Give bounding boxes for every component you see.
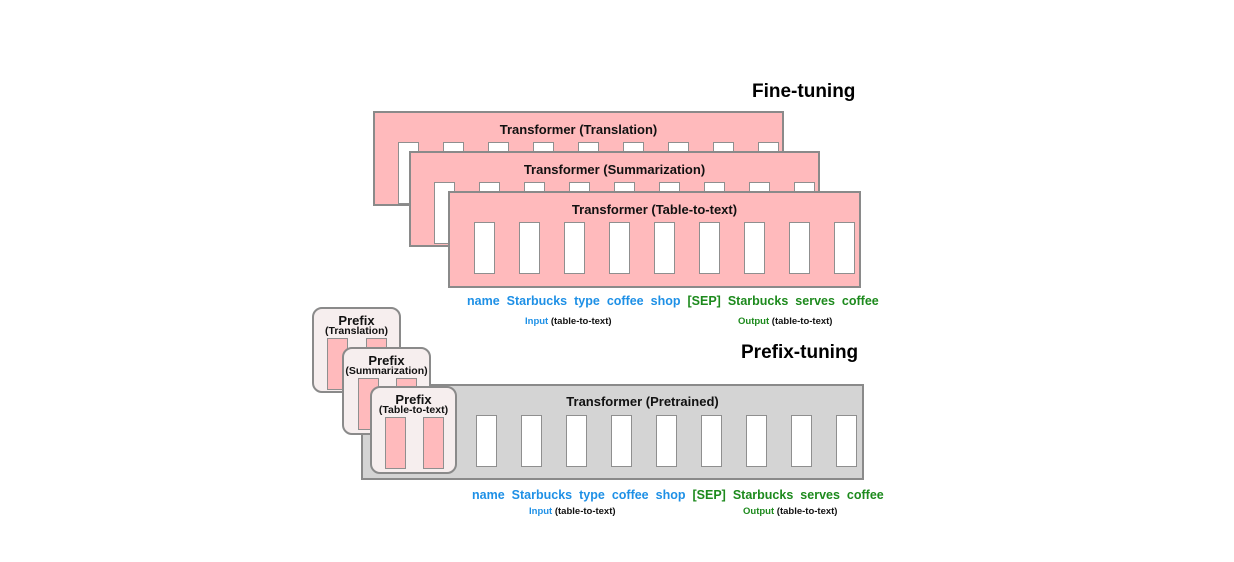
output-caption-task: (table-to-text)	[776, 506, 838, 517]
token-cell	[654, 222, 675, 274]
input-caption-task: (table-to-text)	[554, 506, 616, 517]
output-caption: Output (table-to-text)	[738, 316, 832, 327]
transformer-label: Transformer (Pretrained)	[566, 394, 719, 409]
token-cell	[789, 222, 810, 274]
token: serves	[795, 294, 835, 308]
token: coffee	[846, 488, 884, 502]
input-caption-task: (table-to-text)	[550, 316, 612, 327]
prefix-vector	[423, 417, 444, 469]
token-cell	[476, 415, 497, 467]
transformer-table-to-text: Transformer (Table-to-text)	[448, 191, 861, 288]
token: coffee	[611, 488, 649, 502]
token: shop	[650, 294, 681, 308]
output-tokens: [SEP] Starbucks serves coffee	[693, 488, 891, 502]
token: type	[574, 294, 600, 308]
token: type	[579, 488, 605, 502]
output-caption-word: Output	[743, 506, 775, 517]
input-tokens: name Starbucks type coffee shop	[467, 294, 688, 308]
token: Starbucks	[732, 488, 794, 502]
transformer-label: Transformer (Translation)	[499, 122, 658, 137]
prefix-tuning-token-sequence: name Starbucks type coffee shop [SEP] Starbuck…	[472, 488, 891, 502]
token-cell	[609, 222, 630, 274]
token-cell	[834, 222, 855, 274]
token: Starbucks	[727, 294, 789, 308]
token-cell	[701, 415, 722, 467]
input-caption-word: Input	[529, 506, 553, 517]
token-cell	[566, 415, 587, 467]
transformer-label: Transformer (Table-to-text)	[571, 202, 738, 217]
output-tokens: [SEP] Starbucks serves coffee	[688, 294, 886, 308]
token: serves	[800, 488, 840, 502]
token-cell	[699, 222, 720, 274]
token: coffee	[841, 294, 879, 308]
token-cell	[744, 222, 765, 274]
token: [SEP]	[692, 488, 726, 502]
token-cell	[836, 415, 857, 467]
token: Starbucks	[511, 488, 573, 502]
token: name	[472, 488, 505, 502]
token-cell	[611, 415, 632, 467]
token: [SEP]	[687, 294, 721, 308]
fine-tuning-heading: Fine-tuning	[752, 81, 856, 102]
prefix-vector	[385, 417, 406, 469]
token-cell	[564, 222, 585, 274]
prefix-task: (Translation)	[324, 325, 388, 337]
input-caption: Input (table-to-text)	[525, 316, 612, 327]
token-cell	[746, 415, 767, 467]
output-caption-task: (table-to-text)	[771, 316, 833, 327]
token-cell	[656, 415, 677, 467]
input-caption-word: Input	[525, 316, 549, 327]
prefix-task: (Table-to-text)	[378, 404, 449, 416]
prefix-title: Prefix	[395, 392, 432, 407]
fine-tuning-token-sequence: name Starbucks type coffee shop [SEP] Starbuck…	[467, 294, 886, 308]
token-cell	[791, 415, 812, 467]
token-cell	[474, 222, 495, 274]
prefix-title: Prefix	[368, 353, 405, 368]
token-cell	[519, 222, 540, 274]
token: coffee	[606, 294, 644, 308]
prefix-title: Prefix	[338, 313, 375, 328]
token: Starbucks	[506, 294, 568, 308]
prefix-task: (Summarization)	[345, 365, 428, 377]
token: name	[467, 294, 500, 308]
token: shop	[655, 488, 686, 502]
output-caption-word: Output	[738, 316, 770, 327]
transformer-label: Transformer (Summarization)	[523, 162, 706, 177]
prefix-table-to-text: Prefix (Table-to-text)	[370, 386, 457, 474]
input-caption: Input (table-to-text)	[529, 506, 616, 517]
prefix-tuning-heading: Prefix-tuning	[741, 342, 859, 363]
output-caption: Output (table-to-text)	[743, 506, 837, 517]
input-tokens: name Starbucks type coffee shop	[472, 488, 693, 502]
token-cell	[521, 415, 542, 467]
